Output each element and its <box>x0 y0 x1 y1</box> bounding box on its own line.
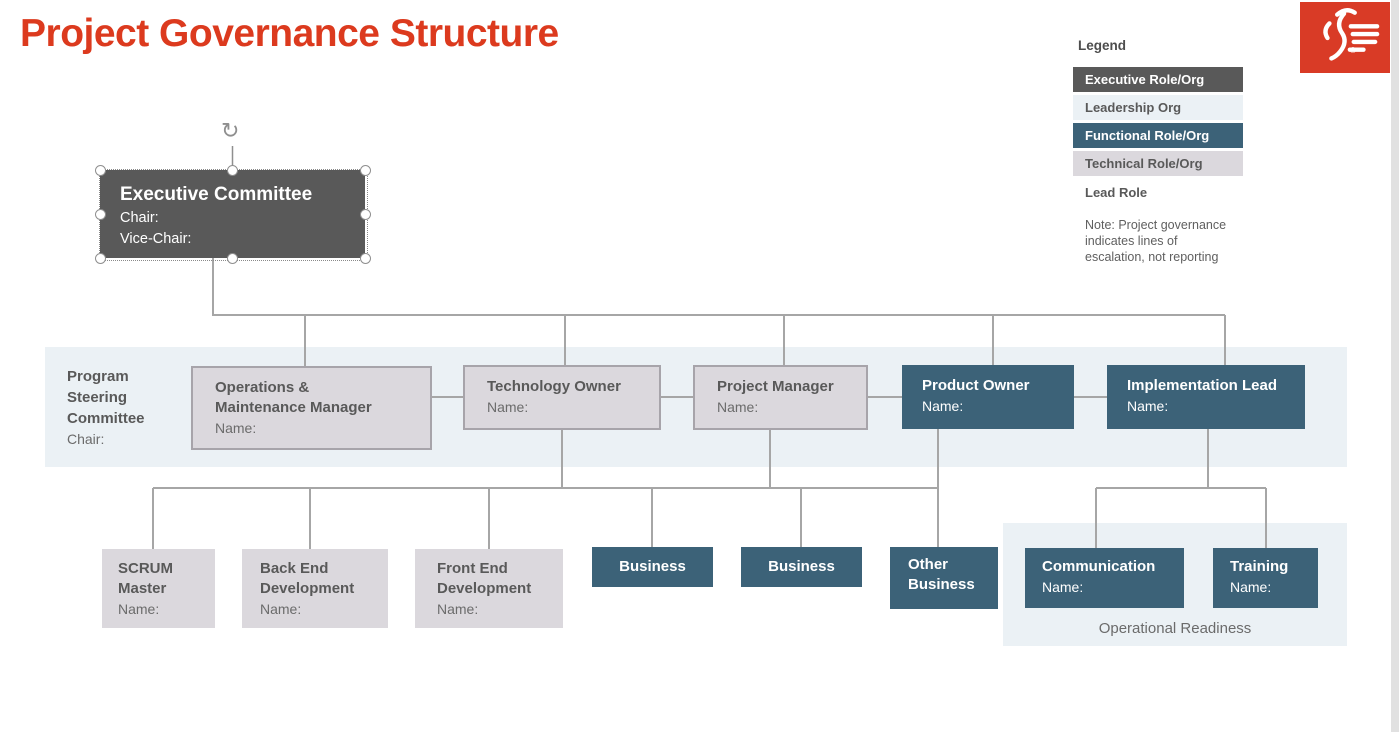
selection-handle-bottom-right[interactable] <box>359 252 371 264</box>
node-name: Name: <box>1230 579 1272 595</box>
legend-item-leadership: Leadership Org <box>1073 95 1243 120</box>
node-title: Training <box>1230 558 1289 575</box>
node-title: Front End Development <box>437 560 532 597</box>
node-title: Operations & Maintenance Manager <box>215 379 372 416</box>
node-product-owner[interactable]: Product Owner Name: <box>902 365 1074 429</box>
program-steering-label: Program Steering Committee Chair: <box>67 366 167 450</box>
node-other-business[interactable]: Other Business <box>890 547 998 609</box>
node-title: Product Owner <box>922 377 1030 394</box>
selection-handle-top-center[interactable] <box>227 164 238 176</box>
node-name: Name: <box>260 601 302 617</box>
node-project-manager[interactable]: Project Manager Name: <box>693 365 868 430</box>
node-title: Business <box>768 558 835 575</box>
selection-handle-top-left[interactable] <box>94 164 106 176</box>
selection-handle-mid-left[interactable] <box>94 208 106 220</box>
node-operations-maintenance-manager[interactable]: Operations & Maintenance Manager Name: <box>191 366 432 450</box>
node-title: Communication <box>1042 558 1156 575</box>
legend-item-functional: Functional Role/Org <box>1073 123 1243 148</box>
node-title: SCRUM Master <box>118 560 173 597</box>
node-chair: Chair: <box>120 210 159 226</box>
node-implementation-lead[interactable]: Implementation Lead Name: <box>1107 365 1305 429</box>
node-title: Project Manager <box>717 378 834 395</box>
node-scrum-master[interactable]: SCRUM Master Name: <box>102 549 215 628</box>
selection-handle-bottom-left[interactable] <box>94 252 106 264</box>
legend: Legend Executive Role/Org Leadership Org… <box>1073 38 1251 265</box>
node-name: Name: <box>118 601 160 617</box>
legend-heading: Legend <box>1078 38 1127 53</box>
node-name: Name: <box>215 420 257 436</box>
node-title: Executive Committee <box>120 184 313 205</box>
node-training[interactable]: Training Name: <box>1213 548 1318 608</box>
legend-item-technical: Technical Role/Org <box>1073 151 1243 176</box>
selection-handle-top-right[interactable] <box>359 164 371 176</box>
node-front-end-development[interactable]: Front End Development Name: <box>415 549 563 628</box>
scrollbar[interactable] <box>1391 0 1399 732</box>
node-name: Name: <box>487 399 529 415</box>
node-communication[interactable]: Communication Name: <box>1025 548 1184 608</box>
node-name: Name: <box>922 398 964 414</box>
rotate-handle-icon[interactable]: ↻ <box>221 119 240 144</box>
page-title: Project Governance Structure <box>20 12 559 55</box>
legend-note: Note: Project governance indicates lines… <box>1085 218 1227 264</box>
node-title: Other Business <box>908 556 975 593</box>
node-name: Name: <box>717 399 759 415</box>
node-vice-chair: Vice-Chair: <box>120 231 192 247</box>
phoenix-logo: ® <box>1300 2 1390 73</box>
node-name: Name: <box>1042 579 1084 595</box>
node-name: Name: <box>437 601 479 617</box>
phoenix-icon <box>1323 8 1380 61</box>
node-executive-committee[interactable]: Executive Committee Chair: Vice-Chair: <box>100 170 365 258</box>
node-title: Business <box>619 558 686 575</box>
node-title: Implementation Lead <box>1127 377 1278 394</box>
legend-item-executive: Executive Role/Org <box>1073 67 1243 92</box>
node-title: Technology Owner <box>487 378 621 395</box>
node-name: Name: <box>1127 398 1169 414</box>
registered-mark: ® <box>1350 46 1356 55</box>
steering-title: Program Steering Committee <box>67 368 145 427</box>
legend-item-lead-role: Lead Role <box>1085 185 1148 200</box>
steering-chair: Chair: <box>67 431 105 447</box>
node-business-2[interactable]: Business <box>741 547 862 587</box>
selection-handle-bottom-center[interactable] <box>227 252 238 264</box>
node-title: Back End Development <box>260 560 355 597</box>
node-business-1[interactable]: Business <box>592 547 713 587</box>
node-back-end-development[interactable]: Back End Development Name: <box>242 549 388 628</box>
selection-handle-mid-right[interactable] <box>359 208 371 220</box>
node-technology-owner[interactable]: Technology Owner Name: <box>463 365 661 430</box>
operational-readiness-label: Operational Readiness <box>1098 620 1252 637</box>
